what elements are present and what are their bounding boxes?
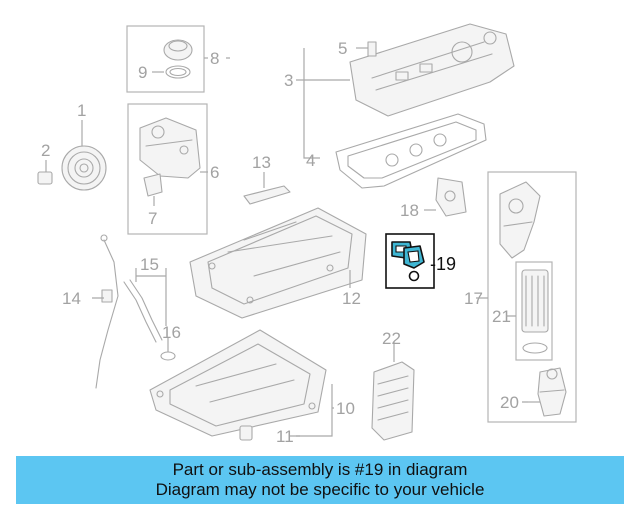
label-part-17: 17 (464, 289, 483, 308)
banner-line-part: Part or sub-assembly is #19 in diagram (172, 460, 468, 479)
label-part-14: 14 (62, 289, 81, 308)
pulley-bolt (37, 160, 53, 185)
highlight-box-19[interactable] (385, 233, 435, 289)
leader-3 (296, 48, 350, 159)
dipstick-clip (101, 289, 113, 303)
oil-filter-cap (528, 367, 567, 417)
baffle-13 (243, 172, 291, 205)
drain-plug (239, 425, 253, 441)
label-part-11: 11 (276, 427, 294, 446)
label-part-12: 12 (342, 289, 361, 308)
label-part-1: 1 (77, 101, 86, 120)
crankshaft-pulley (61, 120, 107, 191)
group-box-filter-element (515, 261, 553, 361)
sensor-7 (143, 173, 163, 206)
connector-18 (424, 177, 467, 217)
parts-diagram: 1 2 3 4 5 6 7 8 9 10 11 12 13 14 15 16 1… (37, 23, 577, 446)
group-box-filter-housing (487, 171, 577, 423)
label-part-7: 7 (148, 209, 157, 228)
label-part-4: 4 (306, 151, 315, 170)
label-part-2: 2 (41, 141, 50, 160)
label-part-6: 6 (210, 163, 219, 182)
label-part-5: 5 (338, 39, 347, 58)
timing-cover (139, 117, 208, 179)
info-banner: Part or sub-assembly is #19 in diagram D… (16, 456, 624, 504)
leader-10 (296, 384, 334, 437)
upper-oil-pan (189, 207, 367, 319)
label-part-8: 8 (210, 49, 219, 68)
label-part-10: 10 (336, 399, 355, 418)
label-part-19[interactable]: -19 (430, 254, 456, 274)
label-part-16: 16 (162, 323, 181, 342)
label-part-9: 9 (138, 63, 147, 82)
oil-filter-housing (499, 181, 541, 259)
label-part-3: 3 (284, 71, 293, 90)
valve-cover-gasket (335, 113, 487, 189)
gasket-set-19[interactable] (391, 241, 425, 282)
label-part-15: 15 (140, 255, 159, 274)
group-box-cap (126, 25, 205, 93)
valve-cover (349, 23, 515, 117)
label-part-21: 21 (492, 307, 511, 326)
lower-oil-pan (149, 329, 327, 437)
label-part-13: 13 (252, 153, 271, 172)
oil-cooler (371, 342, 415, 441)
washer-16 (160, 338, 176, 361)
group-box-cover (127, 103, 208, 235)
valve-cover-bolt (356, 41, 377, 57)
banner-line-disclaimer: Diagram may not be specific to your vehi… (155, 480, 485, 499)
dipstick (95, 234, 119, 389)
dipstick-tube (123, 268, 167, 343)
oil-filler-cap (152, 39, 208, 79)
arrow-leaders (92, 57, 528, 437)
label-part-22: 22 (382, 329, 401, 348)
label-part-18: 18 (400, 201, 419, 220)
oil-filter-element (521, 269, 549, 354)
label-part-20: 20 (500, 393, 519, 412)
